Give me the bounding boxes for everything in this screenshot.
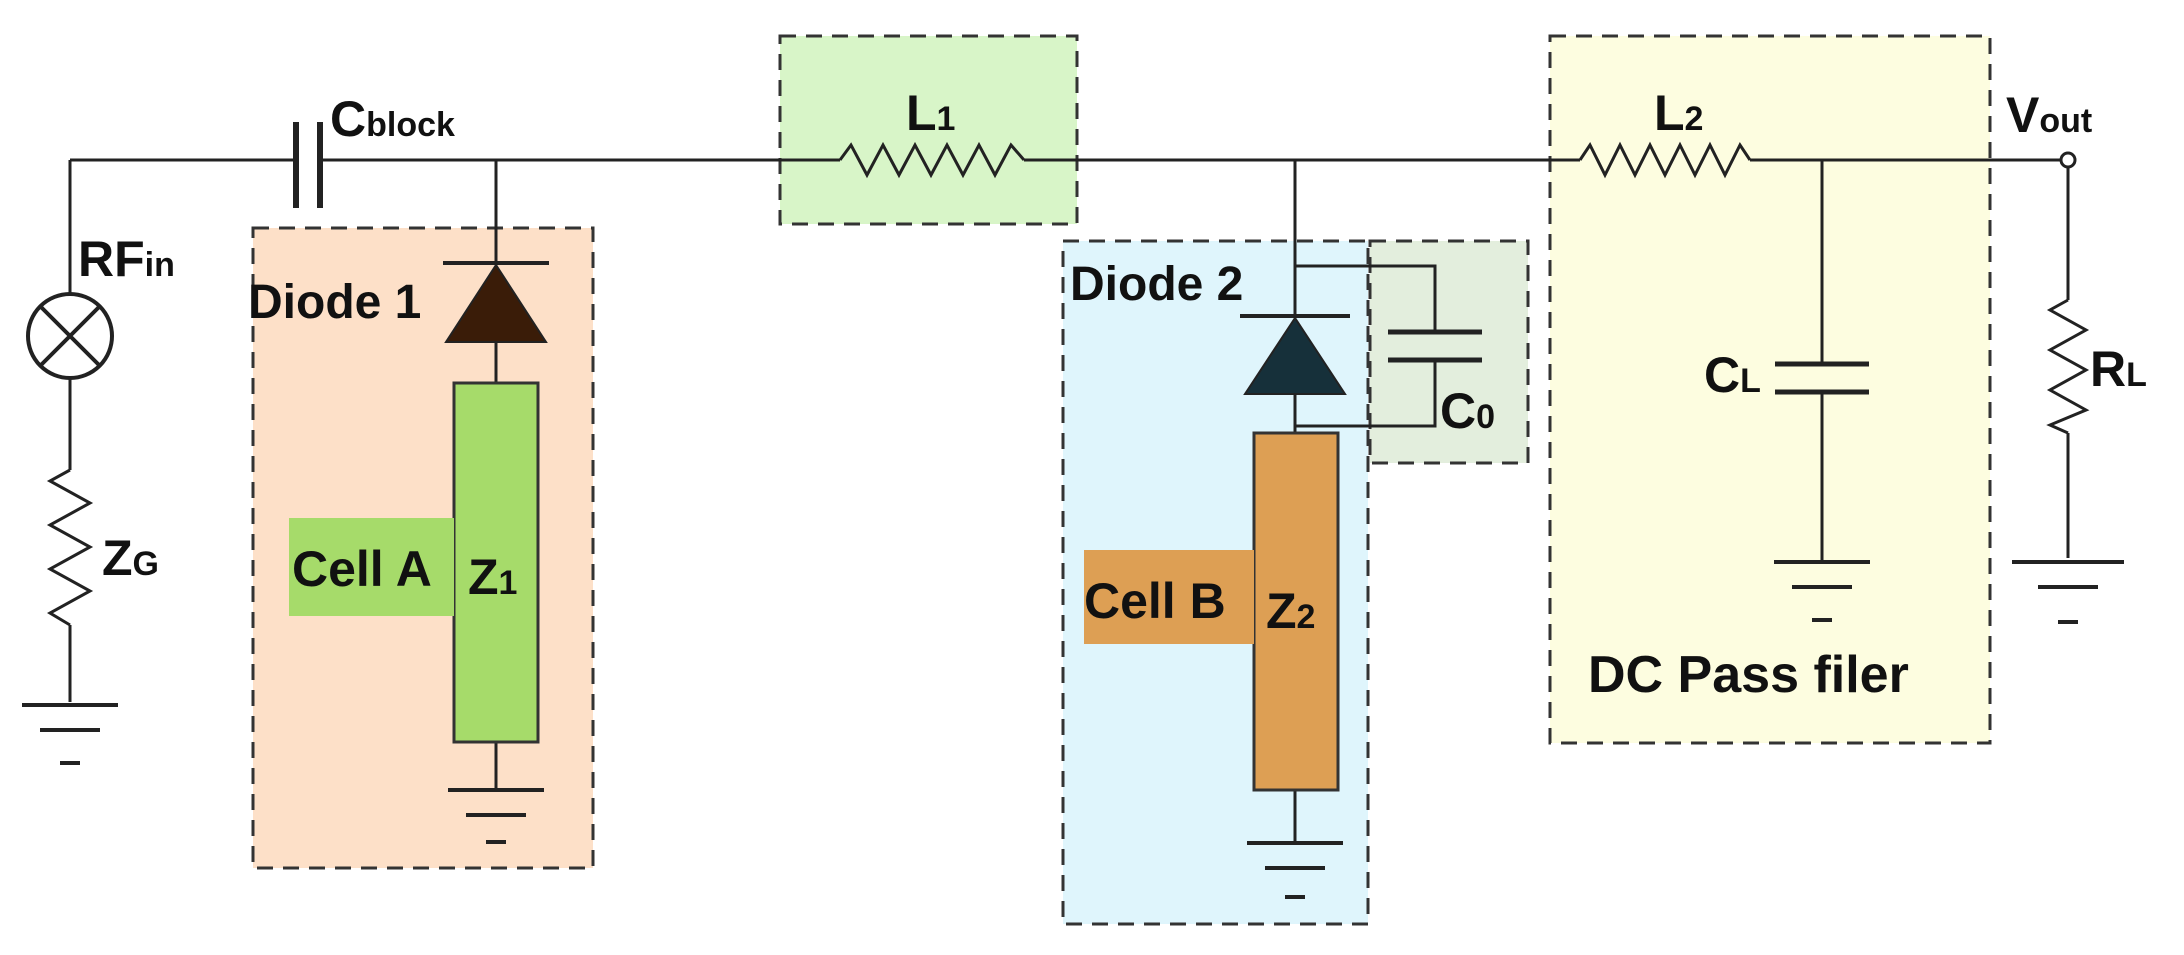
vout-terminal-icon	[2059, 151, 2077, 169]
cblock-capacitor-icon	[293, 122, 323, 208]
cl-label: CL	[1704, 347, 1761, 403]
dc-pass-filter-label: DC Pass filer	[1588, 646, 1909, 704]
diode2-label: Diode 2	[1070, 258, 1243, 311]
ground-icon	[448, 788, 544, 844]
dc-pass-filter-box	[1548, 34, 1992, 745]
vout-label: Vout	[2006, 87, 2092, 143]
rf-source-icon	[26, 292, 114, 380]
zg-resistor-icon	[46, 468, 94, 627]
c0-capacitor-icon	[1388, 329, 1482, 363]
c0-label: C0	[1440, 383, 1495, 439]
rf-in-label: RFin	[78, 231, 175, 287]
cell-b-label-bg	[1084, 550, 1254, 644]
cl-capacitor-icon	[1775, 361, 1869, 395]
diode1-icon	[443, 261, 549, 343]
diode2-icon	[1240, 314, 1350, 395]
l1-block-box	[778, 34, 1079, 226]
z1-label: Z1	[468, 549, 517, 605]
ground-icon	[2012, 560, 2124, 624]
cell-a-label: Cell A	[292, 541, 432, 597]
cell-a-label-bg	[289, 518, 454, 616]
z2-label: Z2	[1266, 583, 1315, 639]
l2-label: L2	[1654, 85, 1703, 141]
diode1-label: Diode 1	[248, 276, 421, 329]
cblock-label: Cblock	[330, 91, 455, 147]
ground-icon	[1247, 841, 1343, 899]
cell-b-label: Cell B	[1084, 573, 1226, 629]
zg-label: ZG	[102, 530, 159, 586]
rl-resistor-icon	[2046, 298, 2090, 435]
l1-inductor-icon	[838, 141, 1026, 179]
rl-label: RL	[2090, 341, 2147, 397]
ground-icon	[22, 703, 118, 765]
c0-parallel-wire	[1295, 264, 1437, 428]
l1-label: L1	[906, 85, 955, 141]
l2-inductor-icon	[1578, 141, 1752, 179]
ground-icon	[1774, 560, 1870, 622]
